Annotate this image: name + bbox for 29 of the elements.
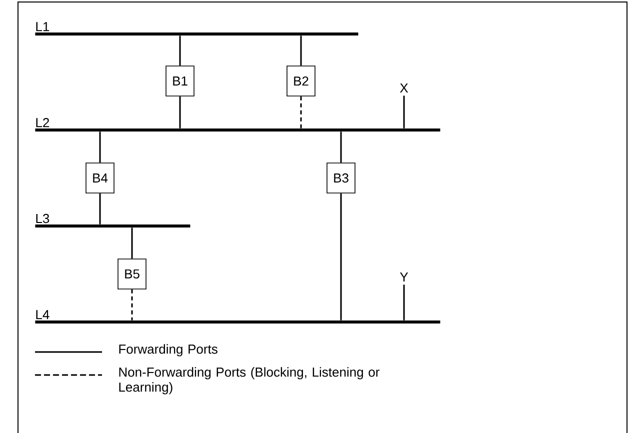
legend-text: Forwarding Ports: [119, 344, 218, 356]
connector-line: [340, 193, 342, 320]
station-label: Y: [400, 272, 408, 282]
bridge-box: B2: [286, 66, 316, 96]
lan-segment: L3: [35, 214, 190, 228]
bridge-box: B5: [118, 258, 146, 290]
drop-line: [403, 284, 405, 320]
legend-text: Non-Forwarding Ports (Blocking, Listening or Learning): [119, 367, 380, 394]
connector-line: [179, 36, 181, 66]
node-label: L1: [36, 22, 50, 32]
connector-line: [300, 96, 302, 128]
bridge-box: B3: [326, 162, 356, 194]
connector-line: [179, 96, 181, 128]
station-label: X: [400, 84, 408, 92]
lan-segment: L2: [35, 118, 440, 132]
connector-line: [300, 36, 302, 66]
connector-line: [131, 228, 133, 259]
bridge-box: B1: [166, 66, 194, 96]
node-label: L3: [36, 214, 50, 224]
bridge-box: B4: [86, 162, 114, 194]
connector-line: [99, 193, 101, 224]
connector-line: [340, 132, 342, 163]
lan-segment: L4: [35, 310, 440, 324]
node-label: L4: [36, 310, 50, 320]
connector-line: [131, 289, 133, 320]
connector-line: [99, 132, 101, 163]
drop-line: [403, 96, 405, 128]
node-label: L2: [36, 118, 50, 128]
lan-segment: L1: [35, 22, 358, 36]
